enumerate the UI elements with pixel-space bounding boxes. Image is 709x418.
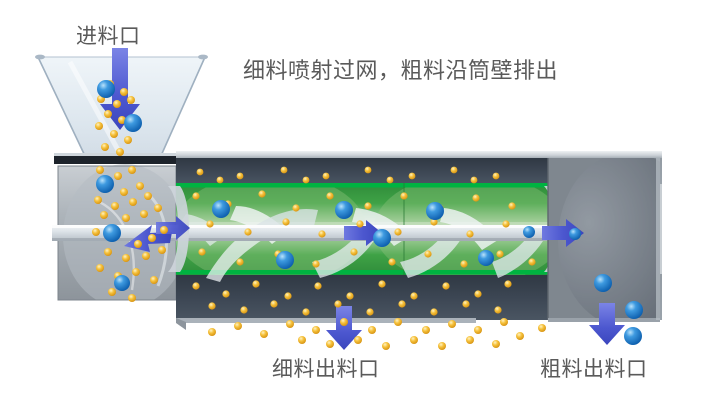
label-coarse-outlet: 粗料出料口: [540, 357, 648, 381]
screen-mesh-bottom: [176, 270, 548, 275]
shaft-right-arrow-mid: [344, 220, 382, 246]
label-fine-outlet: 细料出料口: [272, 357, 380, 381]
shaft-inlet-arrow: [156, 216, 190, 240]
diagram-title: 细料喷射过网，粗料沿筒壁排出: [243, 59, 559, 84]
screen-mesh-top: [176, 183, 548, 188]
fine-outlet-arrow: [326, 306, 362, 350]
coarse-particles: [96, 80, 643, 345]
label-feed-inlet: 进料口: [76, 24, 141, 48]
shaft-right-arrow-exit: [542, 219, 584, 247]
feed-down-arrow: [100, 48, 140, 130]
inlet-top-plate: [54, 155, 194, 164]
coarse-outlet-arrow: [589, 303, 625, 345]
